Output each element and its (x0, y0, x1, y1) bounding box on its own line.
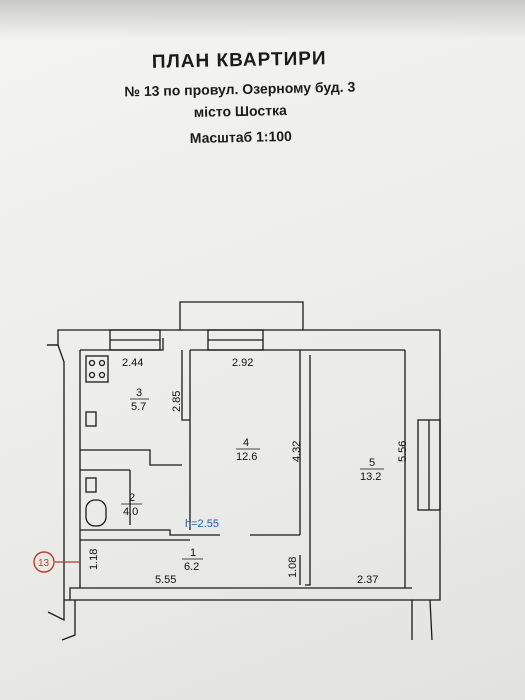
dim-kitchen-width: 2.44 (122, 357, 143, 369)
svg-text:12.6: 12.6 (236, 451, 257, 463)
bottom-right-end (429, 599, 433, 641)
room-label-3: 3 5.7 (130, 387, 149, 413)
outer-wall-right (47, 329, 441, 640)
svg-text:2: 2 (129, 492, 135, 504)
room-label-5: 5 13.2 (360, 457, 384, 483)
dim-room5-width: 2.37 (357, 574, 378, 586)
room-label-1: 1 6.2 (182, 547, 203, 573)
svg-text:5: 5 (369, 457, 375, 469)
dim-room4-depth: 4.32 (291, 441, 303, 462)
svg-text:4: 4 (243, 437, 249, 449)
apartment-marker-circle (33, 551, 55, 573)
dim-hall-width: 5.55 (155, 574, 176, 586)
dim-hall-right: 1.08 (287, 557, 299, 578)
room-label-2: 2 4.0 (121, 492, 142, 518)
kitchen-room4-wall (181, 350, 191, 530)
kitchen-bath-wall (80, 449, 182, 466)
dim-hall-left: 1.18 (88, 549, 100, 570)
ceiling-height: h=2.55 (185, 518, 219, 530)
svg-text:5.7: 5.7 (131, 401, 146, 413)
toilet (85, 499, 107, 527)
outer-wall-left (47, 344, 65, 622)
bottom-wall-inner (64, 587, 412, 601)
dim-room4-width: 2.92 (232, 357, 253, 369)
dim-room5-depth: 5.56 (397, 441, 409, 462)
svg-text:6.2: 6.2 (184, 561, 199, 573)
kitchen-sink (85, 411, 97, 427)
bath-hall-wall (80, 529, 220, 536)
svg-text:4.0: 4.0 (123, 506, 138, 518)
apartment-marker: 13 (38, 558, 50, 569)
bath-sink (85, 477, 97, 493)
page-edge-shadow (0, 0, 525, 40)
top-bay-outline (179, 301, 304, 330)
room5-left-wall (305, 355, 311, 586)
svg-text:13.2: 13.2 (360, 471, 381, 483)
dim-kitchen-depth: 2.85 (171, 391, 183, 412)
kitchen-top-wall (80, 338, 164, 351)
room-label-4: 4 12.6 (236, 437, 260, 463)
svg-text:3: 3 (136, 387, 142, 399)
bottom-left-end (61, 600, 76, 641)
svg-text:1: 1 (190, 547, 196, 559)
stove (85, 355, 109, 383)
